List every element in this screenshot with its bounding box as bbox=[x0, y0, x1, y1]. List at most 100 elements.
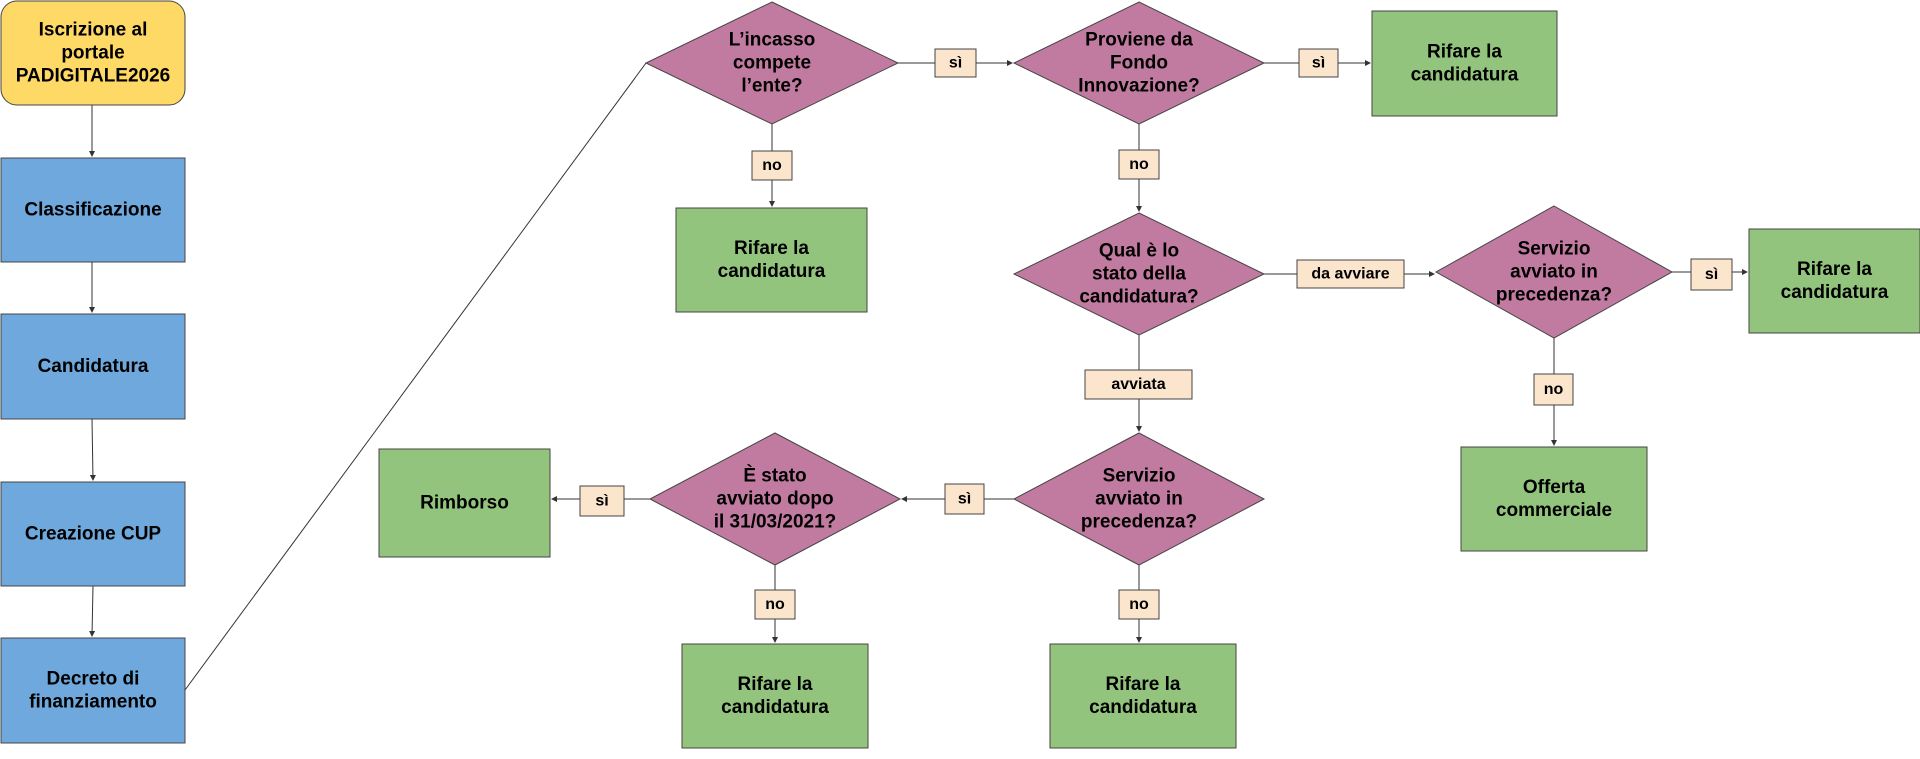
label-box bbox=[944, 483, 985, 515]
node-text: avviato in bbox=[1095, 489, 1183, 510]
node-text: candidatura bbox=[1411, 65, 1519, 86]
edge-label-servizio2-si: sì bbox=[944, 483, 985, 515]
label-box bbox=[1298, 48, 1339, 78]
node-text: compete bbox=[733, 53, 811, 74]
node-text: candidatura bbox=[718, 261, 826, 282]
connector-line bbox=[89, 585, 96, 637]
edge-label-data-si: sì bbox=[579, 485, 625, 517]
node-text: candidatura bbox=[1781, 282, 1889, 303]
decision-diamond bbox=[1012, 432, 1266, 566]
label-box bbox=[1084, 369, 1193, 400]
label-text: da avviare bbox=[1311, 266, 1389, 283]
label-box bbox=[1118, 149, 1160, 180]
process-box bbox=[0, 313, 186, 420]
edge-label-incasso-no: no bbox=[751, 150, 793, 181]
result-box bbox=[1049, 643, 1237, 749]
node-text: avviato dopo bbox=[716, 489, 833, 510]
result-box bbox=[1748, 228, 1920, 334]
start-box bbox=[0, 0, 186, 106]
edge-label-incasso-si: sì bbox=[934, 48, 977, 78]
edge-label-servizio1-si: sì bbox=[1690, 258, 1733, 291]
node-text: Classificazione bbox=[24, 200, 161, 221]
node-text: Servizio bbox=[1518, 239, 1591, 260]
edge-label-stato-da-avviare: da avviare bbox=[1296, 259, 1405, 289]
label-box bbox=[1533, 373, 1574, 406]
node-text: precedenza? bbox=[1496, 285, 1612, 306]
decision-diamond bbox=[1012, 1, 1266, 125]
label-box bbox=[754, 589, 796, 620]
label-text: avviata bbox=[1111, 376, 1165, 393]
node-text: PADIGITALE2026 bbox=[16, 66, 171, 87]
result-box bbox=[1371, 10, 1558, 117]
node-text: L’incasso bbox=[729, 30, 816, 51]
node-text: Rifare la bbox=[1106, 674, 1181, 695]
node-text: Iscrizione al bbox=[39, 20, 148, 41]
label-box bbox=[579, 485, 625, 517]
decision-diamond bbox=[644, 1, 900, 125]
connector-line bbox=[184, 62, 647, 691]
node-text: Rimborso bbox=[420, 493, 509, 514]
result-box bbox=[1460, 446, 1648, 552]
edge-label-fondo-no: no bbox=[1118, 149, 1160, 180]
node-r-rimborso: Rimborso bbox=[378, 448, 551, 558]
node-text: il 31/03/2021? bbox=[714, 512, 837, 533]
node-text: È stato bbox=[743, 465, 806, 487]
node-text: l’ente? bbox=[741, 76, 802, 97]
node-text: Offerta bbox=[1523, 477, 1586, 498]
edge-label-servizio1-no: no bbox=[1533, 373, 1574, 406]
edge-label-fondo-si: sì bbox=[1298, 48, 1339, 78]
node-text: Rifare la bbox=[734, 238, 809, 259]
node-text: precedenza? bbox=[1081, 512, 1197, 533]
node-text: finanziamento bbox=[29, 692, 157, 713]
edge-label-stato-avviata: avviata bbox=[1084, 369, 1193, 400]
node-text: Innovazione? bbox=[1078, 76, 1199, 97]
process-box bbox=[0, 157, 186, 263]
decision-diamond bbox=[1434, 205, 1674, 339]
node-text: stato della bbox=[1092, 264, 1186, 285]
node-text: Decreto di bbox=[47, 669, 140, 690]
label-box bbox=[1118, 589, 1160, 620]
node-text: candidatura bbox=[1089, 697, 1197, 718]
label-box bbox=[1690, 258, 1733, 291]
node-text: Fondo bbox=[1110, 53, 1168, 74]
result-box bbox=[681, 643, 869, 749]
node-text: Proviene da bbox=[1085, 30, 1193, 51]
decision-diamond bbox=[1012, 212, 1266, 336]
connector-line bbox=[89, 418, 96, 481]
node-candidatura: Candidatura bbox=[0, 313, 186, 420]
node-text: Candidatura bbox=[38, 356, 149, 377]
node-text: Servizio bbox=[1103, 466, 1176, 487]
label-text: sì bbox=[958, 491, 971, 508]
node-text: Creazione CUP bbox=[25, 524, 162, 545]
label-box bbox=[751, 150, 793, 181]
label-text: sì bbox=[595, 493, 608, 510]
label-text: sì bbox=[1312, 55, 1325, 72]
label-text: no bbox=[765, 596, 785, 613]
decision-diamond bbox=[648, 432, 902, 566]
process-box bbox=[0, 637, 186, 744]
label-text: no bbox=[1129, 156, 1149, 173]
node-text: Rifare la bbox=[1797, 259, 1872, 280]
label-box bbox=[934, 48, 977, 78]
node-text: portale bbox=[61, 43, 124, 64]
label-text: sì bbox=[1705, 266, 1718, 283]
node-creazione-cup: Creazione CUP bbox=[0, 481, 186, 587]
node-text: commerciale bbox=[1496, 500, 1612, 521]
node-classificazione: Classificazione bbox=[0, 157, 186, 263]
edge-label-servizio2-no: no bbox=[1118, 589, 1160, 620]
result-box bbox=[675, 207, 868, 313]
